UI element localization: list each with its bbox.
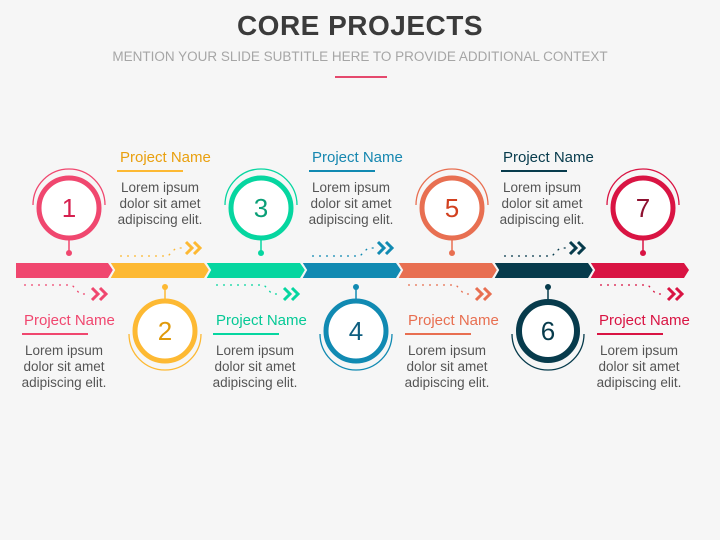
project-description-4: Lorem ipsum dolor sit amet adipiscing el… xyxy=(308,180,394,227)
timeline-segment-7 xyxy=(590,263,689,278)
project-description-2: Lorem ipsum dolor sit amet adipiscing el… xyxy=(117,180,203,227)
project-name-underline-2 xyxy=(117,170,183,172)
milestone-number-4: 4 xyxy=(348,316,364,346)
connector-arrow-bottom-7 xyxy=(600,284,685,302)
connector-arrow-top-6 xyxy=(504,240,587,257)
connector-arrow-bottom-1 xyxy=(24,284,109,302)
timeline-segment-3 xyxy=(206,263,305,278)
connector-arrow-top-4 xyxy=(312,240,395,257)
timeline-segment-2 xyxy=(110,263,209,278)
milestone-marker-4 xyxy=(319,284,393,371)
milestone-number-5: 5 xyxy=(444,193,460,223)
milestone-marker-3 xyxy=(224,168,298,256)
timeline-segment-1 xyxy=(16,263,113,278)
milestone-number-1: 1 xyxy=(61,193,77,223)
project-name-underline-3 xyxy=(213,333,279,335)
project-name-7: Project Name xyxy=(599,312,690,329)
project-name-underline-4 xyxy=(309,170,375,172)
project-name-underline-6 xyxy=(501,170,567,172)
project-description-5: Lorem ipsum dolor sit amet adipiscing el… xyxy=(404,343,490,390)
timeline-segment-5 xyxy=(398,263,497,278)
milestone-marker-1 xyxy=(32,168,106,256)
project-description-7: Lorem ipsum dolor sit amet adipiscing el… xyxy=(596,343,682,390)
milestone-number-7: 7 xyxy=(635,193,651,223)
project-name-4: Project Name xyxy=(312,149,403,166)
title-accent-rule xyxy=(335,76,387,78)
project-name-underline-5 xyxy=(405,333,471,335)
project-description-6: Lorem ipsum dolor sit amet adipiscing el… xyxy=(499,180,585,227)
project-name-3: Project Name xyxy=(216,312,307,329)
timeline-segment-4 xyxy=(302,263,401,278)
connector-arrow-bottom-5 xyxy=(408,284,493,302)
slide-title: CORE PROJECTS xyxy=(236,10,484,41)
milestone-marker-2 xyxy=(128,284,202,371)
project-name-5: Project Name xyxy=(408,312,499,329)
milestone-number-6: 6 xyxy=(540,316,556,346)
project-name-1: Project Name xyxy=(24,312,115,329)
milestone-marker-7 xyxy=(606,168,680,256)
timeline-segment-6 xyxy=(494,263,593,278)
project-description-1: Lorem ipsum dolor sit amet adipiscing el… xyxy=(21,343,107,390)
slide-subtitle: MENTION YOUR SLIDE SUBTITLE HERE TO PROV… xyxy=(112,49,608,64)
milestone-marker-6 xyxy=(511,284,585,371)
project-name-underline-1 xyxy=(22,333,88,335)
project-name-6: Project Name xyxy=(503,149,594,166)
project-name-2: Project Name xyxy=(120,149,211,166)
milestone-number-3: 3 xyxy=(253,193,269,223)
milestone-number-2: 2 xyxy=(157,316,173,346)
connector-arrow-top-2 xyxy=(120,240,203,257)
project-name-underline-7 xyxy=(597,333,663,335)
connector-arrow-bottom-3 xyxy=(216,284,301,302)
timeline-bar xyxy=(16,261,689,280)
project-description-3: Lorem ipsum dolor sit amet adipiscing el… xyxy=(212,343,298,390)
milestone-marker-5 xyxy=(415,168,489,256)
